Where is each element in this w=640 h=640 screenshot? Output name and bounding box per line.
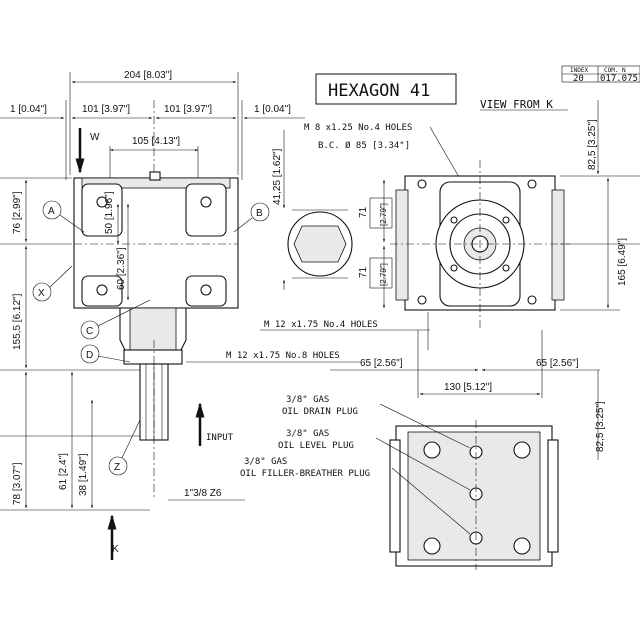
dim-height-61: 61 [2.4"] <box>58 453 69 490</box>
dim-left-gap: 1 [0.04"] <box>10 104 47 115</box>
title-table: INDEX COM. N 20 017.075 <box>561 65 640 84</box>
bottom-view-gearbox <box>389 420 559 570</box>
side-view-71-dims <box>369 179 393 309</box>
top-dimensions: 204 [8.03"] 1 [0.04"] 101 [3.97"] 101 [3… <box>0 70 305 182</box>
hexagon-label-box <box>315 73 457 105</box>
dim-height-38: 38 [1.49"] <box>78 453 89 496</box>
com-value: 017.075 <box>600 74 638 84</box>
filler-label: OIL FILLER-BREATHER PLUG <box>240 469 370 479</box>
view-from-k-label: VIEW FROM K <box>480 98 553 111</box>
drain-label: OIL DRAIN PLUG <box>282 407 358 417</box>
note-m12-8: M 12 x1.75 No.8 HOLES <box>226 351 340 361</box>
dim-inner-50: 50 [1.96"] <box>104 191 115 234</box>
dim-right-82-bot: 82,5 [3.25"] <box>595 401 606 452</box>
dim-71-top-in: [2.79"] <box>379 203 388 226</box>
callout-c: C <box>86 326 93 337</box>
drain-leader <box>379 403 471 449</box>
dim-65-left: 65 [2.56"] <box>360 358 403 369</box>
filler-size: 3/8" GAS <box>244 457 287 467</box>
bottom-horizontal-dims <box>330 330 600 398</box>
dim-height-155: 155,5 [6.12"] <box>12 293 23 350</box>
right-dimensions <box>560 100 640 460</box>
dim-right-82-top: 82,5 [3.25"] <box>587 119 598 170</box>
hexagon-label: HEXAGON 41 <box>328 81 430 101</box>
dim-half-left: 101 [3.97"] <box>82 104 130 115</box>
com-header: COM. N <box>604 67 626 74</box>
front-view-gearbox <box>73 171 239 500</box>
note-bc: B.C. Ø 85 [3.34"] <box>318 140 410 151</box>
dim-bolt-span: 105 [4.13"] <box>132 136 180 147</box>
dim-inner-60: 60 [2.36"] <box>116 247 127 290</box>
hexagon-section <box>282 130 353 290</box>
left-dimensions <box>0 177 150 511</box>
dim-height-76: 76 [2.99"] <box>12 191 23 234</box>
dim-130: 130 [5.12"] <box>444 382 492 393</box>
note-m8: M 8 x1.25 No.4 HOLES <box>304 123 412 133</box>
dim-overall-width: 204 [8.03"] <box>124 70 172 81</box>
callouts: A B X C D Z <box>32 200 270 476</box>
dim-71-bot-in: [2.79"] <box>379 263 388 286</box>
dim-65-right: 65 [2.56"] <box>536 358 579 369</box>
drain-size: 3/8" GAS <box>286 395 329 405</box>
dim-71-bot: 71 <box>358 266 369 278</box>
callout-b: B <box>256 208 263 219</box>
k-label: K <box>112 544 119 555</box>
shaft-spec: 1"3/8 Z6 <box>184 488 222 499</box>
filler-leader <box>391 467 471 535</box>
level-label: OIL LEVEL PLUG <box>278 441 354 451</box>
level-size: 3/8" GAS <box>286 429 329 439</box>
dim-half-right: 101 [3.97"] <box>164 104 212 115</box>
callout-x: X <box>38 288 45 299</box>
side-view-gearbox <box>390 160 570 330</box>
dim-hex-height: 41,25 [1.62"] <box>272 148 283 205</box>
callout-a: A <box>48 206 55 217</box>
w-label: W <box>90 132 100 143</box>
level-leader <box>375 437 471 491</box>
note-m12-4: M 12 x1.75 No.4 HOLES <box>264 320 378 330</box>
dim-height-78: 78 [3.07"] <box>12 462 23 505</box>
callout-z: Z <box>114 462 120 473</box>
index-header: INDEX <box>570 67 588 74</box>
input-label: INPUT <box>206 433 234 443</box>
dim-right-gap: 1 [0.04"] <box>254 104 291 115</box>
dim-right-165: 165 [6.49"] <box>617 238 628 286</box>
index-value: 20 <box>573 74 584 84</box>
dim-71-top: 71 <box>358 206 369 218</box>
callout-d: D <box>86 350 93 361</box>
